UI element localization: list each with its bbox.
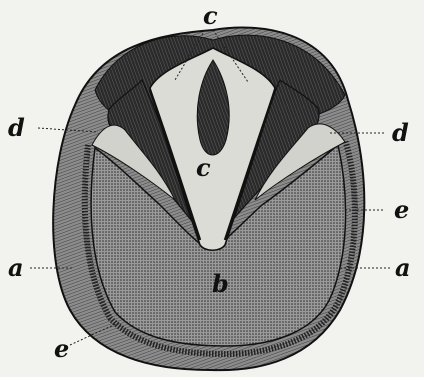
label-a-left: a <box>8 253 24 282</box>
label-d-right: d <box>392 118 409 147</box>
label-e-right: e <box>394 195 409 224</box>
label-e-bottom: e <box>54 334 69 363</box>
label-c-center: c <box>196 153 211 182</box>
label-d-left: d <box>8 113 25 142</box>
label-a-right: a <box>395 253 411 282</box>
label-c-top: c <box>203 1 218 30</box>
label-b-center: b <box>212 269 229 298</box>
